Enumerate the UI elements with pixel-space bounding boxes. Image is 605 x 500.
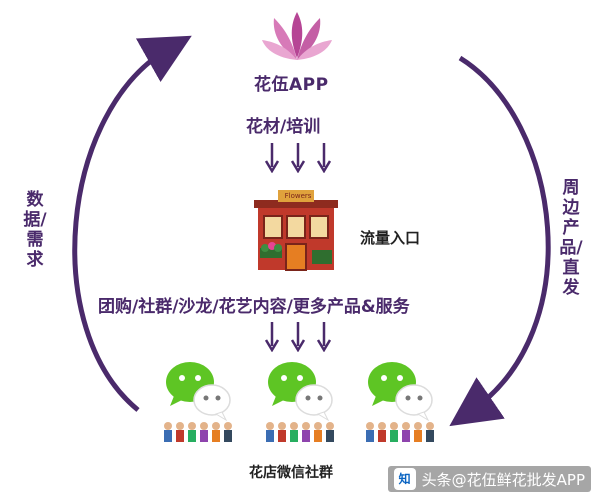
- person-icons: [366, 422, 434, 442]
- flower-shop-icon: [250, 190, 342, 276]
- materials-training-label: 花材/培训: [246, 117, 321, 137]
- wechat-icon: [164, 362, 232, 442]
- wechat-group-3: [362, 360, 442, 454]
- down-arrow-icon: [264, 322, 280, 352]
- down-arrow-icon: [290, 322, 306, 352]
- down-arrows-middle: [264, 322, 332, 352]
- lotus-logo-icon: [262, 10, 332, 69]
- data-demand-label: 数据/需求: [23, 190, 47, 270]
- down-arrow-icon: [316, 143, 332, 173]
- app-name: 花伍APP: [254, 75, 329, 95]
- services-label: 团购/社群/沙龙/花艺内容/更多产品&服务: [98, 297, 410, 317]
- wechat-icon: [266, 362, 334, 442]
- down-arrow-icon: [316, 322, 332, 352]
- down-arrow-icon: [290, 143, 306, 173]
- zhihu-logo-icon: 知: [393, 468, 416, 490]
- person-icons: [164, 422, 232, 442]
- traffic-entry-label: 流量入口: [360, 229, 421, 247]
- wechat-group-1: [160, 360, 240, 454]
- shop-sign: Flowers: [284, 192, 312, 200]
- watermark: 知 头条@花伍鲜花批发APP: [387, 466, 591, 492]
- down-arrow-icon: [264, 143, 280, 173]
- down-arrows-top: [264, 143, 332, 173]
- left-cycle-arrow: [72, 35, 192, 412]
- right-cycle-arrow: [449, 55, 551, 427]
- products-delivery-label: 周边产品/直发: [559, 178, 583, 298]
- person-icons: [266, 422, 334, 442]
- wechat-group-2: [262, 360, 342, 454]
- wechat-groups-label: 花店微信社群: [249, 465, 333, 481]
- wechat-icon: [366, 362, 434, 442]
- watermark-text: 头条@花伍鲜花批发APP: [421, 470, 585, 489]
